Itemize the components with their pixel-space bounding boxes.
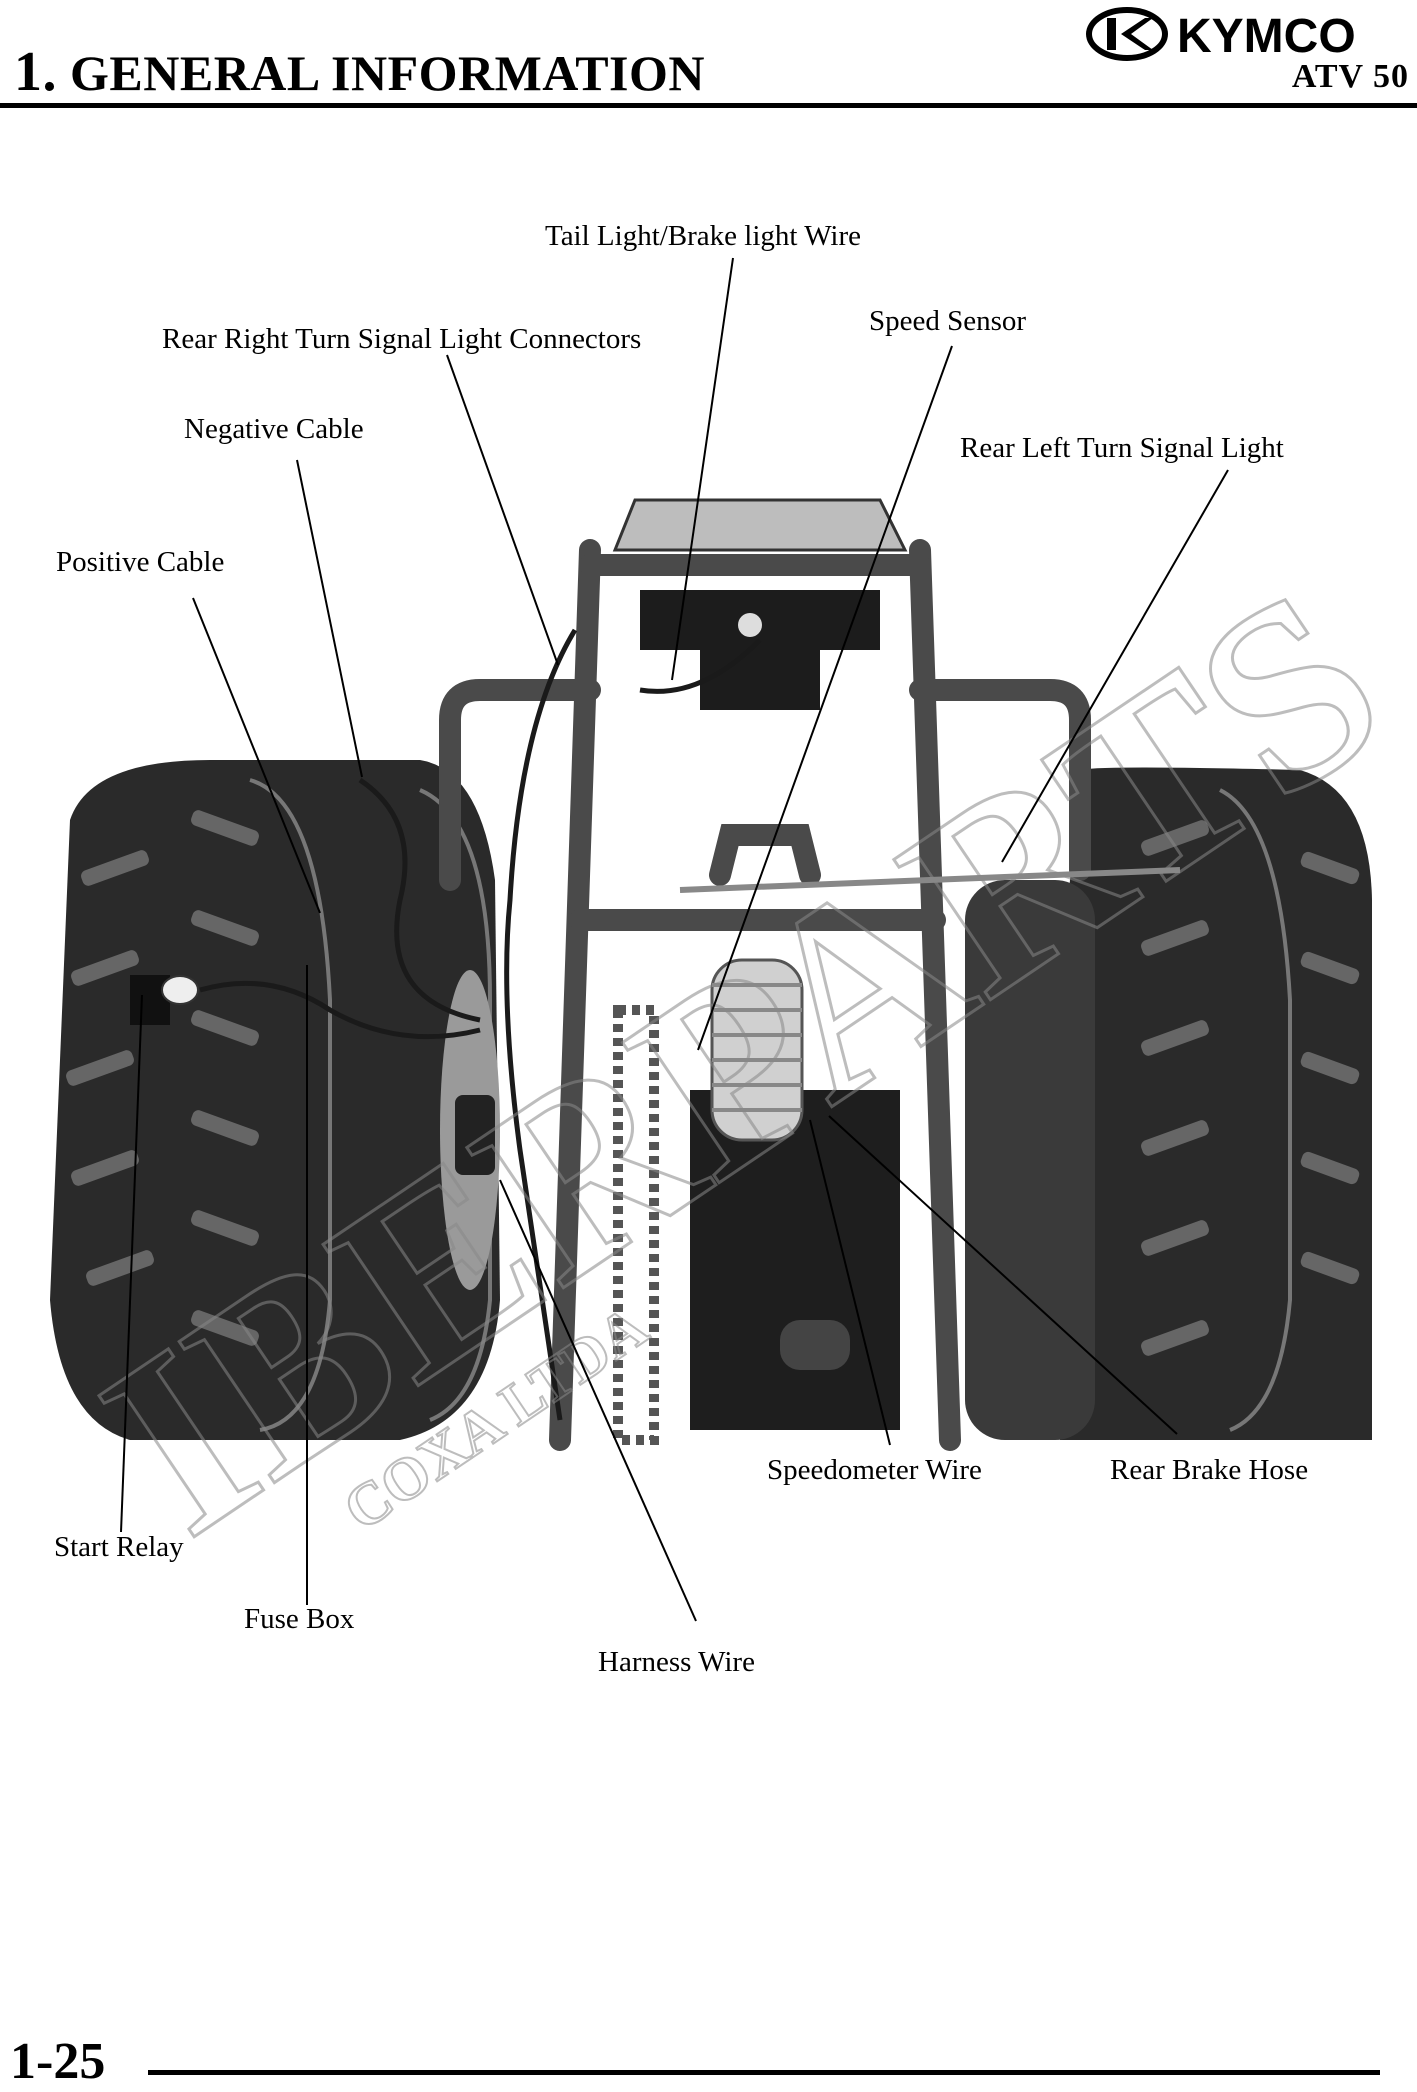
- atv-rear-photo: [50, 498, 1372, 1451]
- callout-negative-cable: Negative Cable: [184, 413, 364, 445]
- chapter-title: 1. GENERAL INFORMATION: [14, 40, 705, 104]
- relay-boot: [161, 975, 199, 1005]
- callout-harness-wire: Harness Wire: [598, 1646, 755, 1678]
- callout-rear-left-turn-signal-light: Rear Left Turn Signal Light: [960, 432, 1284, 464]
- callout-speed-sensor: Speed Sensor: [869, 305, 1026, 337]
- chapter-title-text: GENERAL INFORMATION: [70, 45, 706, 101]
- rear-shock: [710, 958, 804, 1142]
- callout-positive-cable: Positive Cable: [56, 546, 224, 578]
- rear-frame: [439, 539, 1091, 1451]
- callout-rear-brake-hose: Rear Brake Hose: [1110, 1454, 1308, 1486]
- wire-harness: [199, 628, 762, 1421]
- battery-cover: [780, 1320, 850, 1370]
- swingarm: [690, 1090, 900, 1430]
- model-label: ATV 50: [1291, 58, 1409, 95]
- callout-start-relay: Start Relay: [54, 1531, 184, 1563]
- rear-fender: [965, 880, 1095, 1440]
- fuse-box-component: [455, 1095, 495, 1175]
- header-rule: [0, 103, 1417, 108]
- callout-tail-light-brake-light-wire: Tail Light/Brake light Wire: [545, 220, 861, 252]
- drive-chain: [613, 1005, 659, 1445]
- left-rear-tire: [50, 760, 500, 1440]
- callout-labels: Tail Light/Brake light Wire Rear Right T…: [54, 220, 1308, 1678]
- right-rear-tire: [1046, 767, 1372, 1440]
- callout-leaders: [120, 257, 1229, 1622]
- page-header: 1. GENERAL INFORMATION KYMCO ATV 50: [0, 0, 1417, 110]
- kymco-logo-icon: KYMCO: [1086, 7, 1356, 63]
- brake-hose-line: [679, 867, 1181, 893]
- footer-rule: [148, 2070, 1380, 2075]
- chapter-number: 1.: [14, 41, 57, 103]
- page-number: 1-25: [10, 2033, 106, 2090]
- brand-wordmark: KYMCO: [1177, 10, 1356, 63]
- callout-speedometer-wire: Speedometer Wire: [767, 1454, 982, 1486]
- callout-rear-right-turn-signal-connectors: Rear Right Turn Signal Light Connectors: [162, 323, 641, 355]
- callout-fuse-box: Fuse Box: [244, 1603, 355, 1635]
- tail-light-housing: [612, 498, 908, 710]
